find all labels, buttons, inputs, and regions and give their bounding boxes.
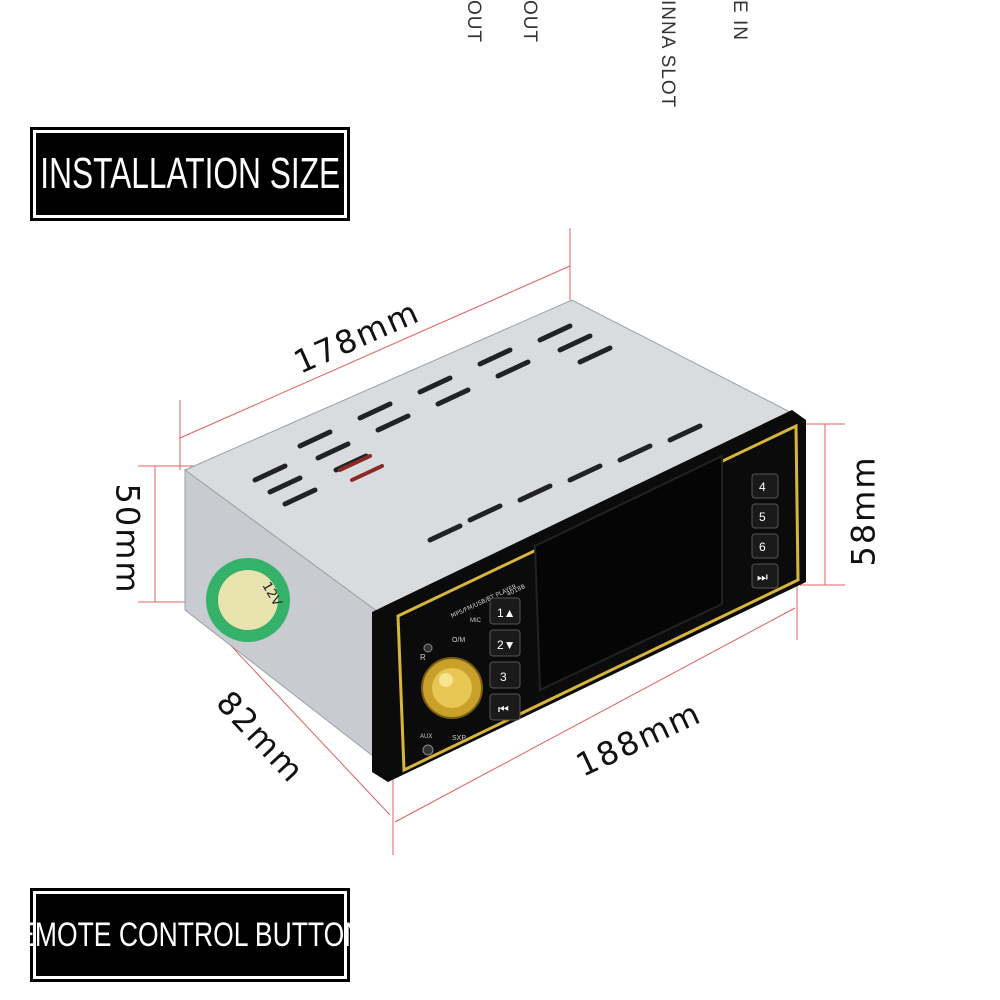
dim-left-50: 50mm	[108, 483, 147, 595]
label-mic: MIC	[470, 618, 482, 624]
aux-port	[422, 744, 434, 756]
top-label-out-1: OUT	[463, 0, 484, 44]
top-label-line-in: E IN	[729, 0, 750, 41]
volume-knob	[421, 657, 483, 719]
left-button-3-label: 3	[500, 670, 507, 684]
right-button-2-label: 5	[759, 510, 766, 524]
right-button-4-label: ⏭	[757, 570, 768, 584]
left-button-1-label: 1▲	[497, 606, 516, 620]
display-screen	[533, 454, 723, 692]
remote-control-text: REMOTE CONTROL BUTTONS	[0, 915, 382, 954]
label-sxp: SXP	[452, 735, 466, 742]
top-label-out-2: OUT	[519, 0, 540, 44]
label-aux: AUX	[420, 734, 432, 740]
reset-hole	[423, 643, 433, 653]
top-label-antenna-slot: INNA SLOT	[657, 0, 678, 109]
label-r: R	[420, 653, 426, 662]
left-button-2-label: 2▼	[497, 638, 516, 652]
vent-slots	[252, 323, 703, 543]
dim-right-58: 58mm	[844, 455, 883, 567]
installation-size-text: INSTALLATION SIZE	[40, 149, 340, 198]
right-button-1-label: 4	[759, 480, 766, 494]
right-button-column: 4 5 6 ⏭	[751, 473, 779, 589]
remote-control-heading: REMOTE CONTROL BUTTONS	[0, 888, 382, 982]
left-button-column: 1▲ 2▼ 3 ⏮	[489, 597, 521, 721]
installation-size-heading: INSTALLATION SIZE	[30, 127, 350, 221]
right-button-3-label: 6	[759, 540, 766, 554]
left-button-4-label: ⏮	[498, 702, 509, 716]
label-om: O/M	[452, 637, 465, 644]
